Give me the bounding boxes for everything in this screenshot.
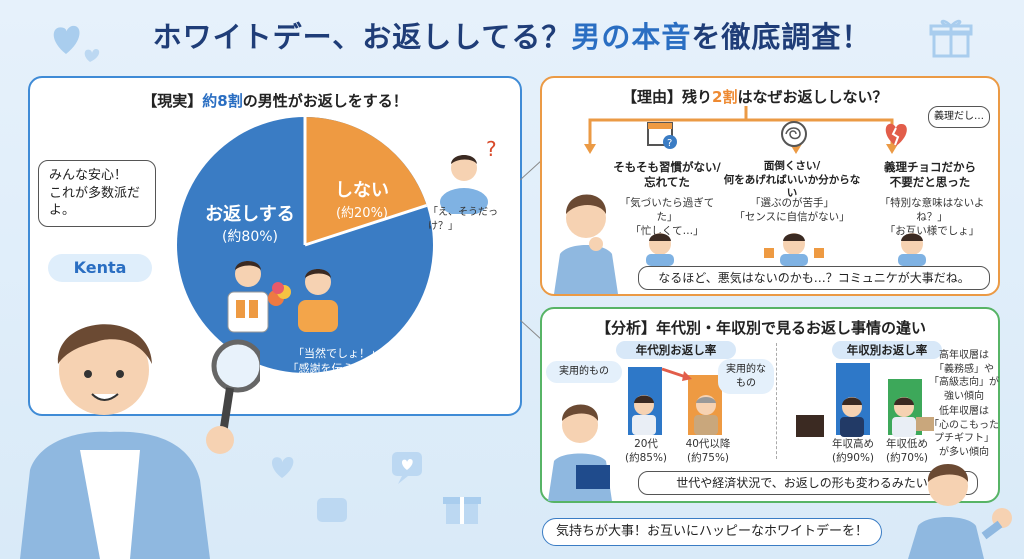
- pie-no-pct: (約20%): [335, 206, 389, 221]
- reality-panel: 【現実】約8割の男性がお返しをする！ お返しする (約80%) しない (約20…: [28, 76, 522, 416]
- age-left-bubble: 実用的もの: [546, 361, 622, 383]
- reason-1-title: そもそも習慣がない/ 忘れてた: [613, 160, 721, 189]
- income-high-note: 高年収層は 「義務感」や 「高級志向」が 強い傾向: [929, 350, 999, 402]
- svg-text:?: ?: [486, 137, 497, 161]
- reality-title-highlight: 約8割: [202, 92, 243, 110]
- reasons-title-suffix: はなぜお返ししない？: [737, 88, 888, 106]
- svg-text:?: ?: [667, 138, 672, 149]
- reasons-title-highlight: 2割: [712, 88, 738, 106]
- income-people-illustration: [796, 397, 934, 437]
- pie-yes-label: お返しする: [205, 204, 295, 225]
- connector-lines: [520, 159, 543, 341]
- reason-3-title: 義理チョコだから 不要だと思った: [884, 160, 976, 189]
- reason-arrows: [584, 106, 898, 154]
- reasons-title: 【理由】残り2割はなぜお返ししない？: [622, 86, 887, 107]
- reason-people-illustrations: [646, 233, 926, 266]
- pie-yes-pct: (約80%): [221, 229, 279, 245]
- age-bar-1-label: 20代 (約85%): [624, 438, 668, 465]
- income-bar-1-label: 年収高め (約90%): [831, 438, 875, 465]
- thought-bubble: 義理だし…: [928, 106, 990, 128]
- age-bar-2-label: 40代以降 (約75%): [685, 438, 731, 465]
- reason-2-title: 面倒くさい/ 何をあげればいいか分からない: [723, 160, 861, 200]
- no-quote: 「え、そうだっけ？」: [428, 207, 498, 232]
- age-people-illustration: [632, 395, 718, 435]
- confused-person-illustration: ?: [440, 137, 497, 214]
- broken-heart-icon: [885, 123, 907, 146]
- reading-man-illustration: [548, 404, 612, 501]
- income-heading: 年収別お返し率: [832, 341, 942, 359]
- reality-title-suffix: の男性がお返しをする！: [242, 92, 408, 110]
- page-title: ホワイトデー、お返ししてる？男の本音を徹底調査！: [0, 14, 1024, 56]
- yes-quote: 「当然でしょ！」 「感謝を伝えたい」: [287, 347, 387, 376]
- heart-icon: [53, 25, 100, 62]
- footer-message: 気持ちが大事！お互いにハッピーなホワイトデーを！: [542, 518, 882, 546]
- title-part1: ホワイトデー、お返ししてる？: [152, 20, 572, 54]
- calendar-icon: ?: [647, 122, 677, 149]
- heart-icon: [272, 452, 422, 522]
- age-right-bubble: 実用的な もの: [718, 359, 774, 394]
- thinking-man-illustration: [554, 194, 618, 294]
- gift-icon: [443, 497, 481, 524]
- reasons-title-prefix: 【理由】残り: [622, 88, 713, 106]
- main-character-illustration: [20, 324, 260, 559]
- title-part3: を徹底調査！: [691, 20, 872, 54]
- reason-3-quote: 「特別な意味はないよね？」 「お互い様でしょ」: [879, 197, 985, 238]
- gift-giving-illustration: [227, 261, 338, 333]
- reasons-panel: 【理由】残り2割はなぜお返ししない？ ? 義理だし… そもそも習慣がない/ 忘れ…: [540, 76, 1000, 296]
- title-highlight: 男の本音: [571, 20, 692, 54]
- pie-no-label: しない: [335, 180, 389, 201]
- reality-title-prefix: 【現実】: [142, 92, 203, 110]
- reality-title: 【現実】約8割の男性がお返しをする！: [30, 90, 520, 111]
- tangled-thought-icon: [781, 121, 807, 147]
- reasons-conclusion: なるほど、悪気はないのかも…？コミュニケが大事だね。: [638, 266, 990, 291]
- analysis-conclusion: 世代や経済状況で、お返しの形も変わるみたい！: [638, 471, 978, 496]
- kenta-speech-bubble: みんな安心！ これが多数派だよ。: [38, 160, 156, 227]
- age-heading: 年代別お返し率: [616, 341, 736, 359]
- reason-2-quote: 「選ぶのが苦手」 「センスに自信がない」: [734, 197, 850, 224]
- waving-man-illustration: [908, 464, 1012, 559]
- arrow-down-icon: [661, 367, 692, 381]
- gift-icon: [929, 19, 973, 58]
- name-tag: Kenta: [48, 254, 152, 282]
- reason-1-quote: 「気づいたら過ぎてた」 「忙しくて…」: [619, 197, 715, 238]
- analysis-title: 【分析】年代別・年収別で見るお返し事情の違い: [596, 319, 927, 337]
- income-bar-2-label: 年収低め (約70%): [885, 438, 929, 465]
- analysis-panel: 【分析】年代別・年収別で見るお返し事情の違い 年代別お返し率 年収別お返し率 実…: [540, 307, 1000, 503]
- divider: [776, 343, 777, 459]
- pie-slice-no: [305, 117, 427, 245]
- income-low-note: 低年収層は 「心のこもった プチギフト」 が多い傾向: [929, 406, 999, 458]
